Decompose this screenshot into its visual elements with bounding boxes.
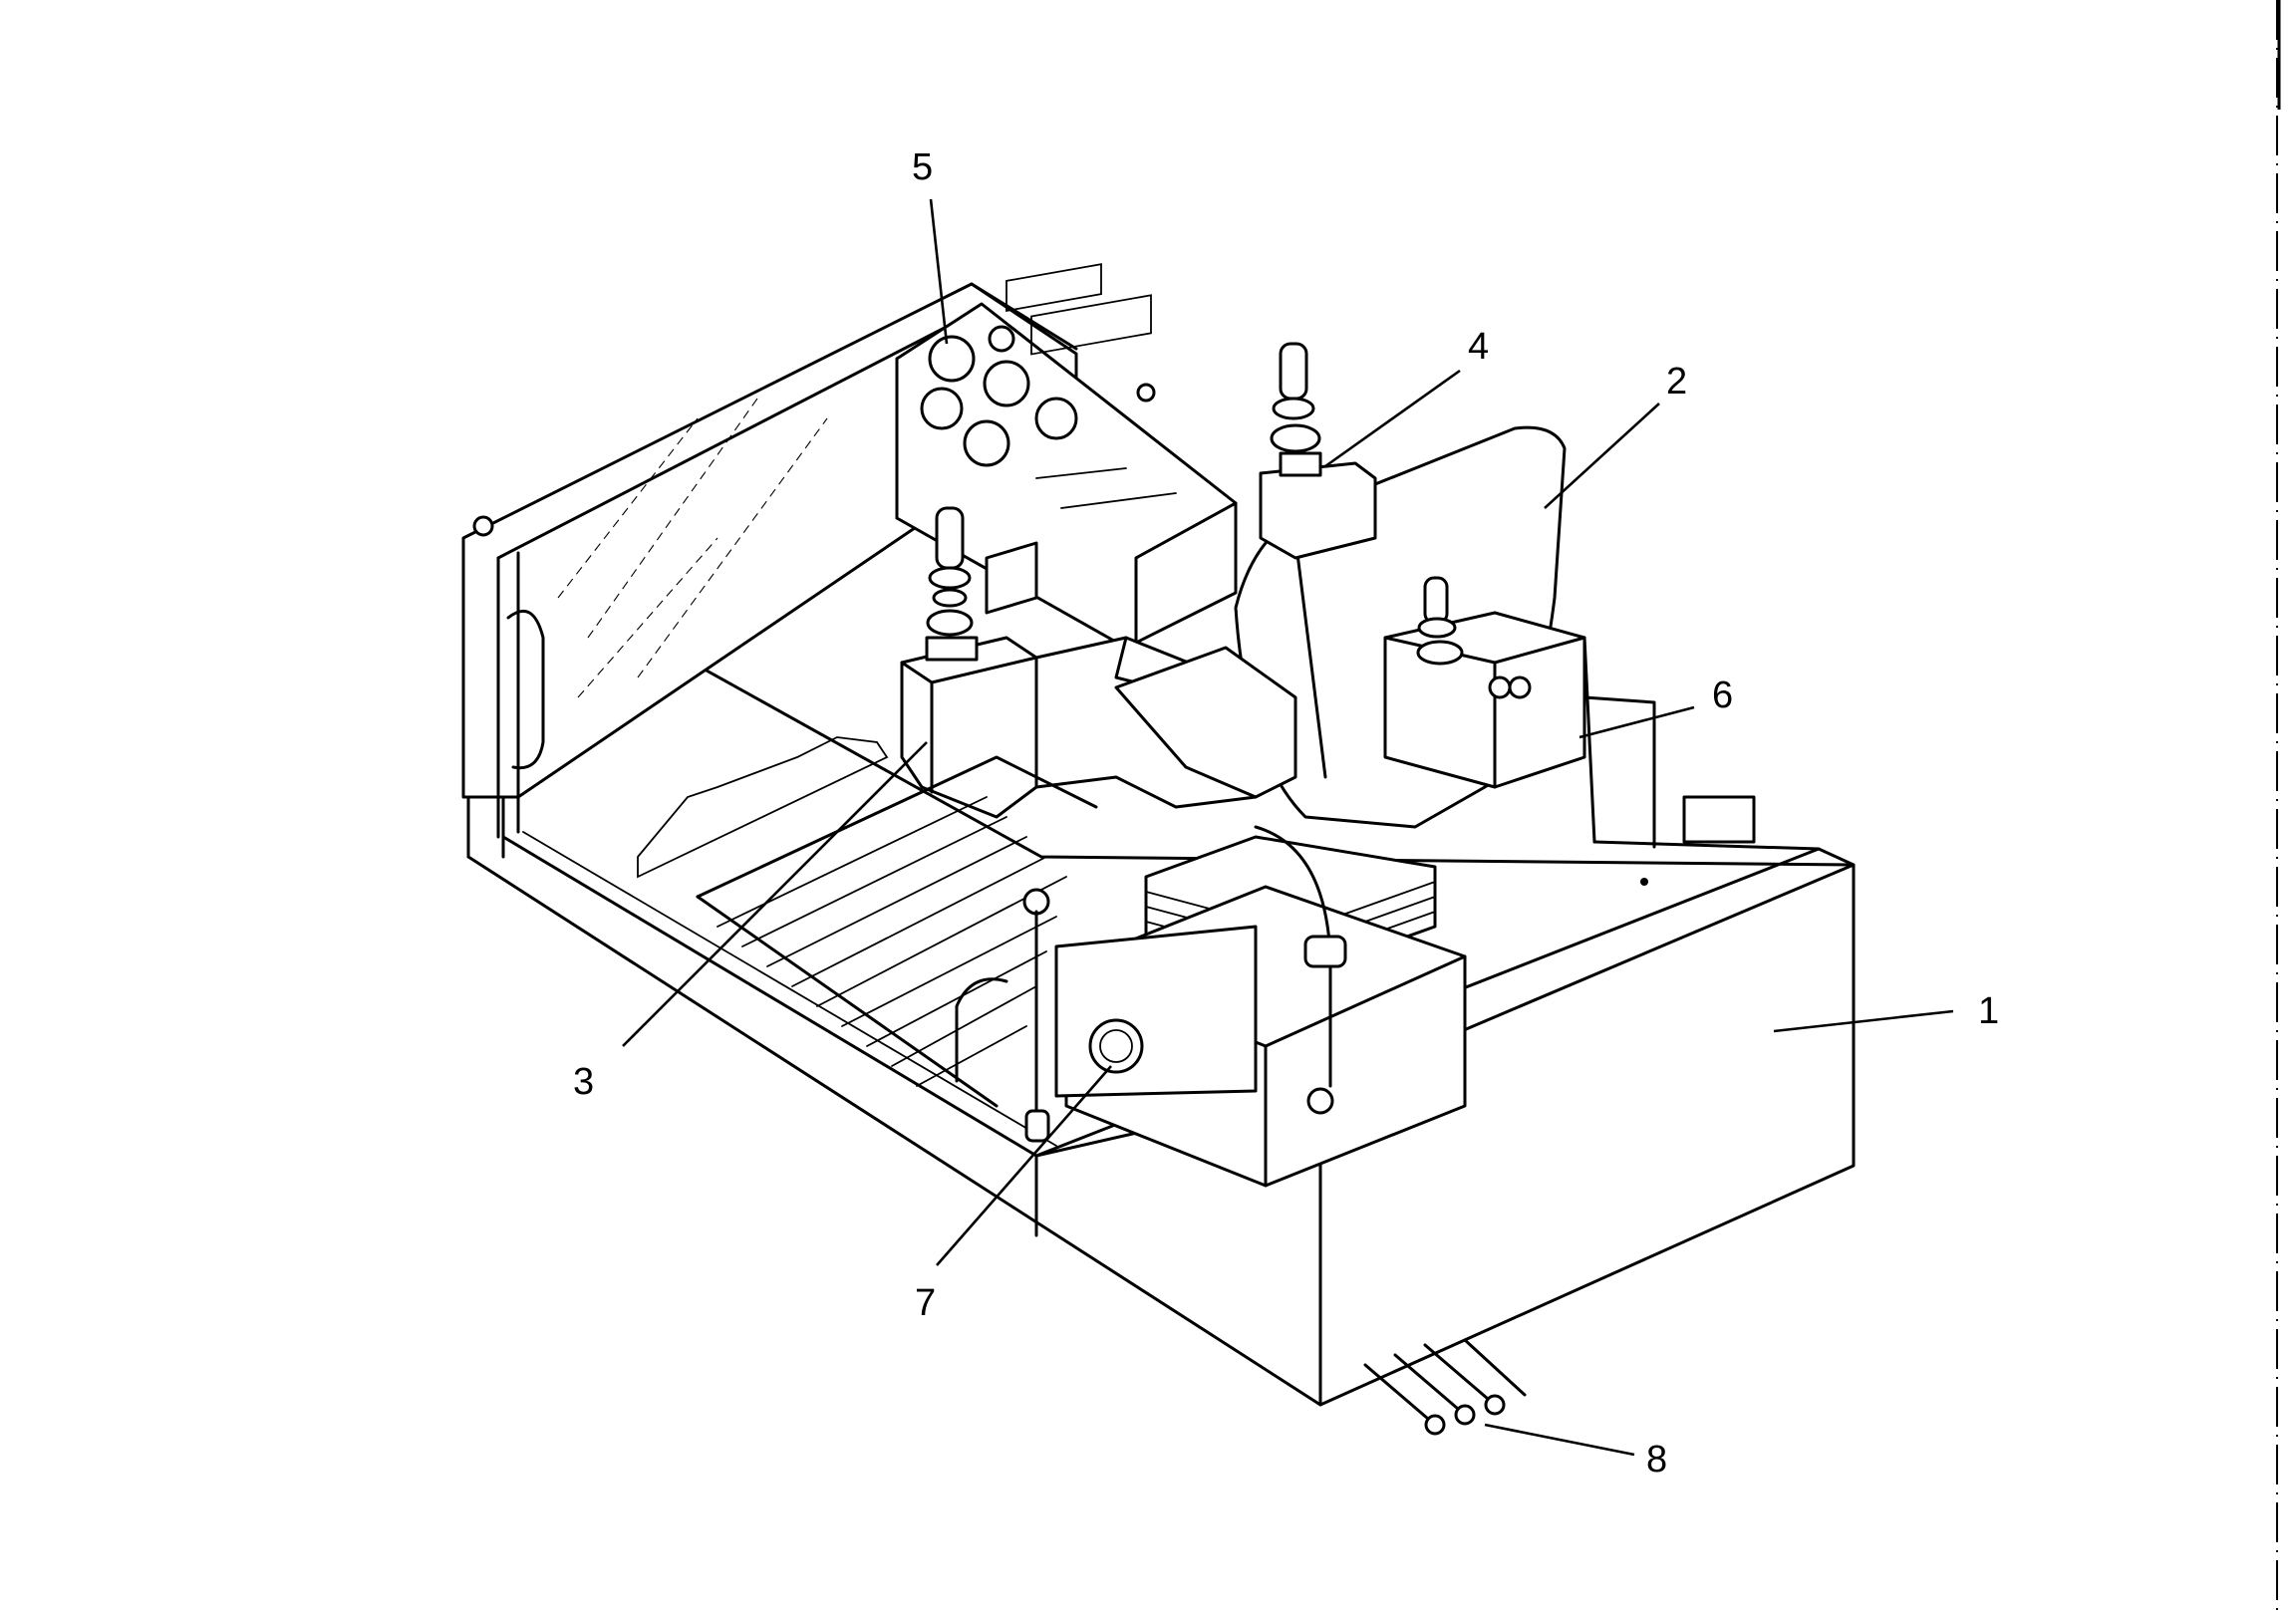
callout-2: 2 — [1544, 361, 1687, 509]
callout-label-5: 5 — [912, 146, 933, 188]
callout-3: 3 — [573, 741, 928, 1103]
callout-label-4: 4 — [1468, 326, 1489, 368]
underside-pedals — [1363, 1338, 1527, 1436]
pedal-lever — [1022, 888, 1258, 1143]
callout-8: 8 — [1484, 1423, 1667, 1481]
page-margin-line — [2276, 0, 2281, 1618]
callout-label-7: 7 — [915, 1282, 936, 1324]
callout-label-2: 2 — [1666, 361, 1687, 403]
callout-1: 1 — [1773, 990, 1999, 1033]
callout-label-3: 3 — [573, 1061, 594, 1103]
callout-label-8: 8 — [1646, 1439, 1667, 1481]
callout-5: 5 — [912, 146, 949, 345]
callout-7: 7 — [915, 1065, 1112, 1324]
instrument-panel — [895, 263, 1238, 650]
callout-label-6: 6 — [1712, 674, 1733, 716]
floor-mat — [637, 736, 1098, 1108]
callout-4: 4 — [1324, 326, 1489, 468]
right-control-console — [1259, 342, 1756, 849]
callout-label-1: 1 — [1978, 990, 1999, 1032]
callout-6: 6 — [1578, 674, 1733, 739]
